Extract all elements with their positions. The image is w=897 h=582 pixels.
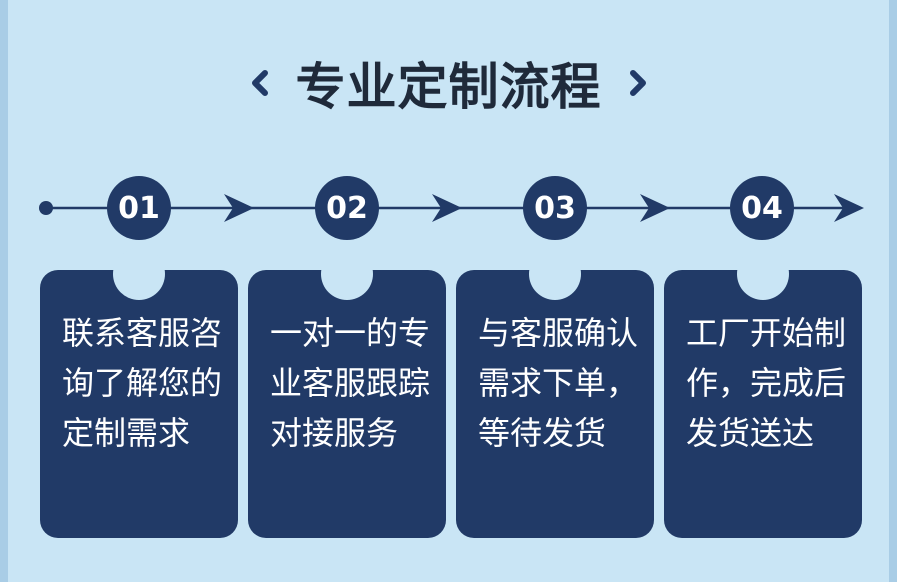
step-number-4: 04 — [730, 176, 794, 240]
arrow-right-icon — [432, 194, 462, 222]
step-number-2: 02 — [315, 176, 379, 240]
step-number-3: 03 — [523, 176, 587, 240]
step-card-2: 一对一的专业客服跟踪对接服务 — [248, 248, 446, 538]
chevron-left-icon — [251, 70, 268, 96]
step-card-4: 工厂开始制作，完成后发货送达 — [664, 248, 862, 538]
step-number-1: 01 — [107, 176, 171, 240]
chevron-right-icon — [629, 70, 646, 96]
card-notch — [113, 248, 165, 300]
card-notch — [529, 248, 581, 300]
step-description: 联系客服咨询了解您的定制需求 — [62, 314, 223, 452]
timeline — [39, 194, 864, 222]
arrow-right-icon — [834, 194, 864, 222]
card-notch — [321, 248, 373, 300]
step-card-3: 与客服确认需求下单，等待发货 — [456, 248, 654, 538]
arrow-right-icon — [224, 194, 254, 222]
step-description: 与客服确认需求下单，等待发货 — [478, 314, 639, 452]
step-description: 工厂开始制作，完成后发货送达 — [686, 314, 847, 452]
step-description: 一对一的专业客服跟踪对接服务 — [270, 314, 431, 452]
timeline-start-dot — [39, 201, 53, 215]
arrow-right-icon — [640, 194, 670, 222]
card-notch — [737, 248, 789, 300]
step-card-1: 联系客服咨询了解您的定制需求 — [40, 248, 238, 538]
page-title: 专业定制流程 — [295, 58, 602, 116]
header: 专业定制流程 — [0, 48, 897, 118]
